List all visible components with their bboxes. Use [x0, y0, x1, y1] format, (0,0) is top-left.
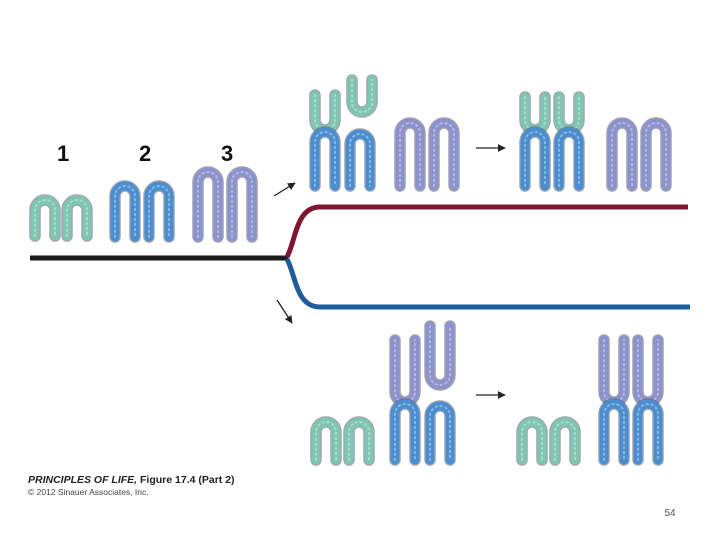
fused-chromosome-top-teal: [309, 89, 341, 136]
chromosome-2-bottom: [424, 400, 456, 466]
chromosome-3-top-a: [394, 117, 426, 192]
bottom-branch-line: [284, 257, 690, 310]
chromosome-1-bottom-b: [343, 416, 375, 466]
fused-chromosome-top-blue: [309, 126, 341, 192]
chromosome-label-3: 3: [221, 141, 234, 166]
figure-credit: PRINCIPLES OF LIFE, Figure 17.4 (Part 2)…: [28, 474, 328, 498]
page-number: 54: [664, 508, 676, 519]
unfused-chromosome-1-top: [346, 74, 378, 118]
chromosome-1b: [61, 194, 93, 242]
top-branch-line: [284, 204, 688, 259]
chromosome-1-bottom-right-a: [516, 416, 548, 466]
chromosome-2-top: [344, 128, 376, 192]
chromosome-1-bottom-a: [310, 416, 342, 466]
chromosome-1a: [29, 194, 61, 242]
fused-chromosome-bottom-right-blue-a: [598, 398, 630, 466]
lower-branch-arrow: [276, 299, 293, 324]
fused-chromosome-bottom-lavender: [389, 334, 421, 408]
chromosome-2a: [109, 180, 141, 243]
chromosome-3b: [226, 166, 258, 243]
chromosome-3-top-right-a: [606, 117, 638, 192]
fused-chromosome-top-right-teal-a: [519, 91, 551, 136]
book-title: PRINCIPLES OF LIFE,: [28, 474, 138, 486]
chromosome-1-bottom-right-b: [549, 416, 581, 466]
chromosome-3a: [192, 166, 224, 243]
chromosome-label-2: 2: [139, 141, 152, 166]
figure-caption: PRINCIPLES OF LIFE, Figure 17.4 (Part 2): [28, 474, 328, 487]
upper-branch-arrow: [273, 182, 296, 197]
fused-chromosome-bottom-blue: [389, 398, 421, 466]
fused-chromosome-bottom-right-blue-b: [632, 398, 664, 466]
fused-chromosome-bottom-right-lavender-a: [598, 334, 630, 408]
chromosome-2b: [143, 180, 175, 243]
fused-chromosome-top-right-blue-b: [553, 126, 585, 192]
unfused-chromosome-3-bottom: [424, 320, 456, 391]
fused-chromosome-bottom-right-lavender-b: [632, 334, 664, 408]
fused-chromosome-top-right-blue-a: [519, 126, 551, 192]
chromosome-3-top-right-b: [640, 117, 672, 192]
copyright-text: © 2012 Sinauer Associates, Inc.: [28, 487, 149, 497]
chromosome-3-top-b: [428, 117, 460, 192]
figure-number: Figure 17.4 (Part 2): [140, 474, 235, 486]
chromosome-layer: [29, 74, 672, 466]
fused-chromosome-top-right-teal-b: [553, 91, 585, 136]
chromosome-label-1: 1: [57, 141, 70, 166]
